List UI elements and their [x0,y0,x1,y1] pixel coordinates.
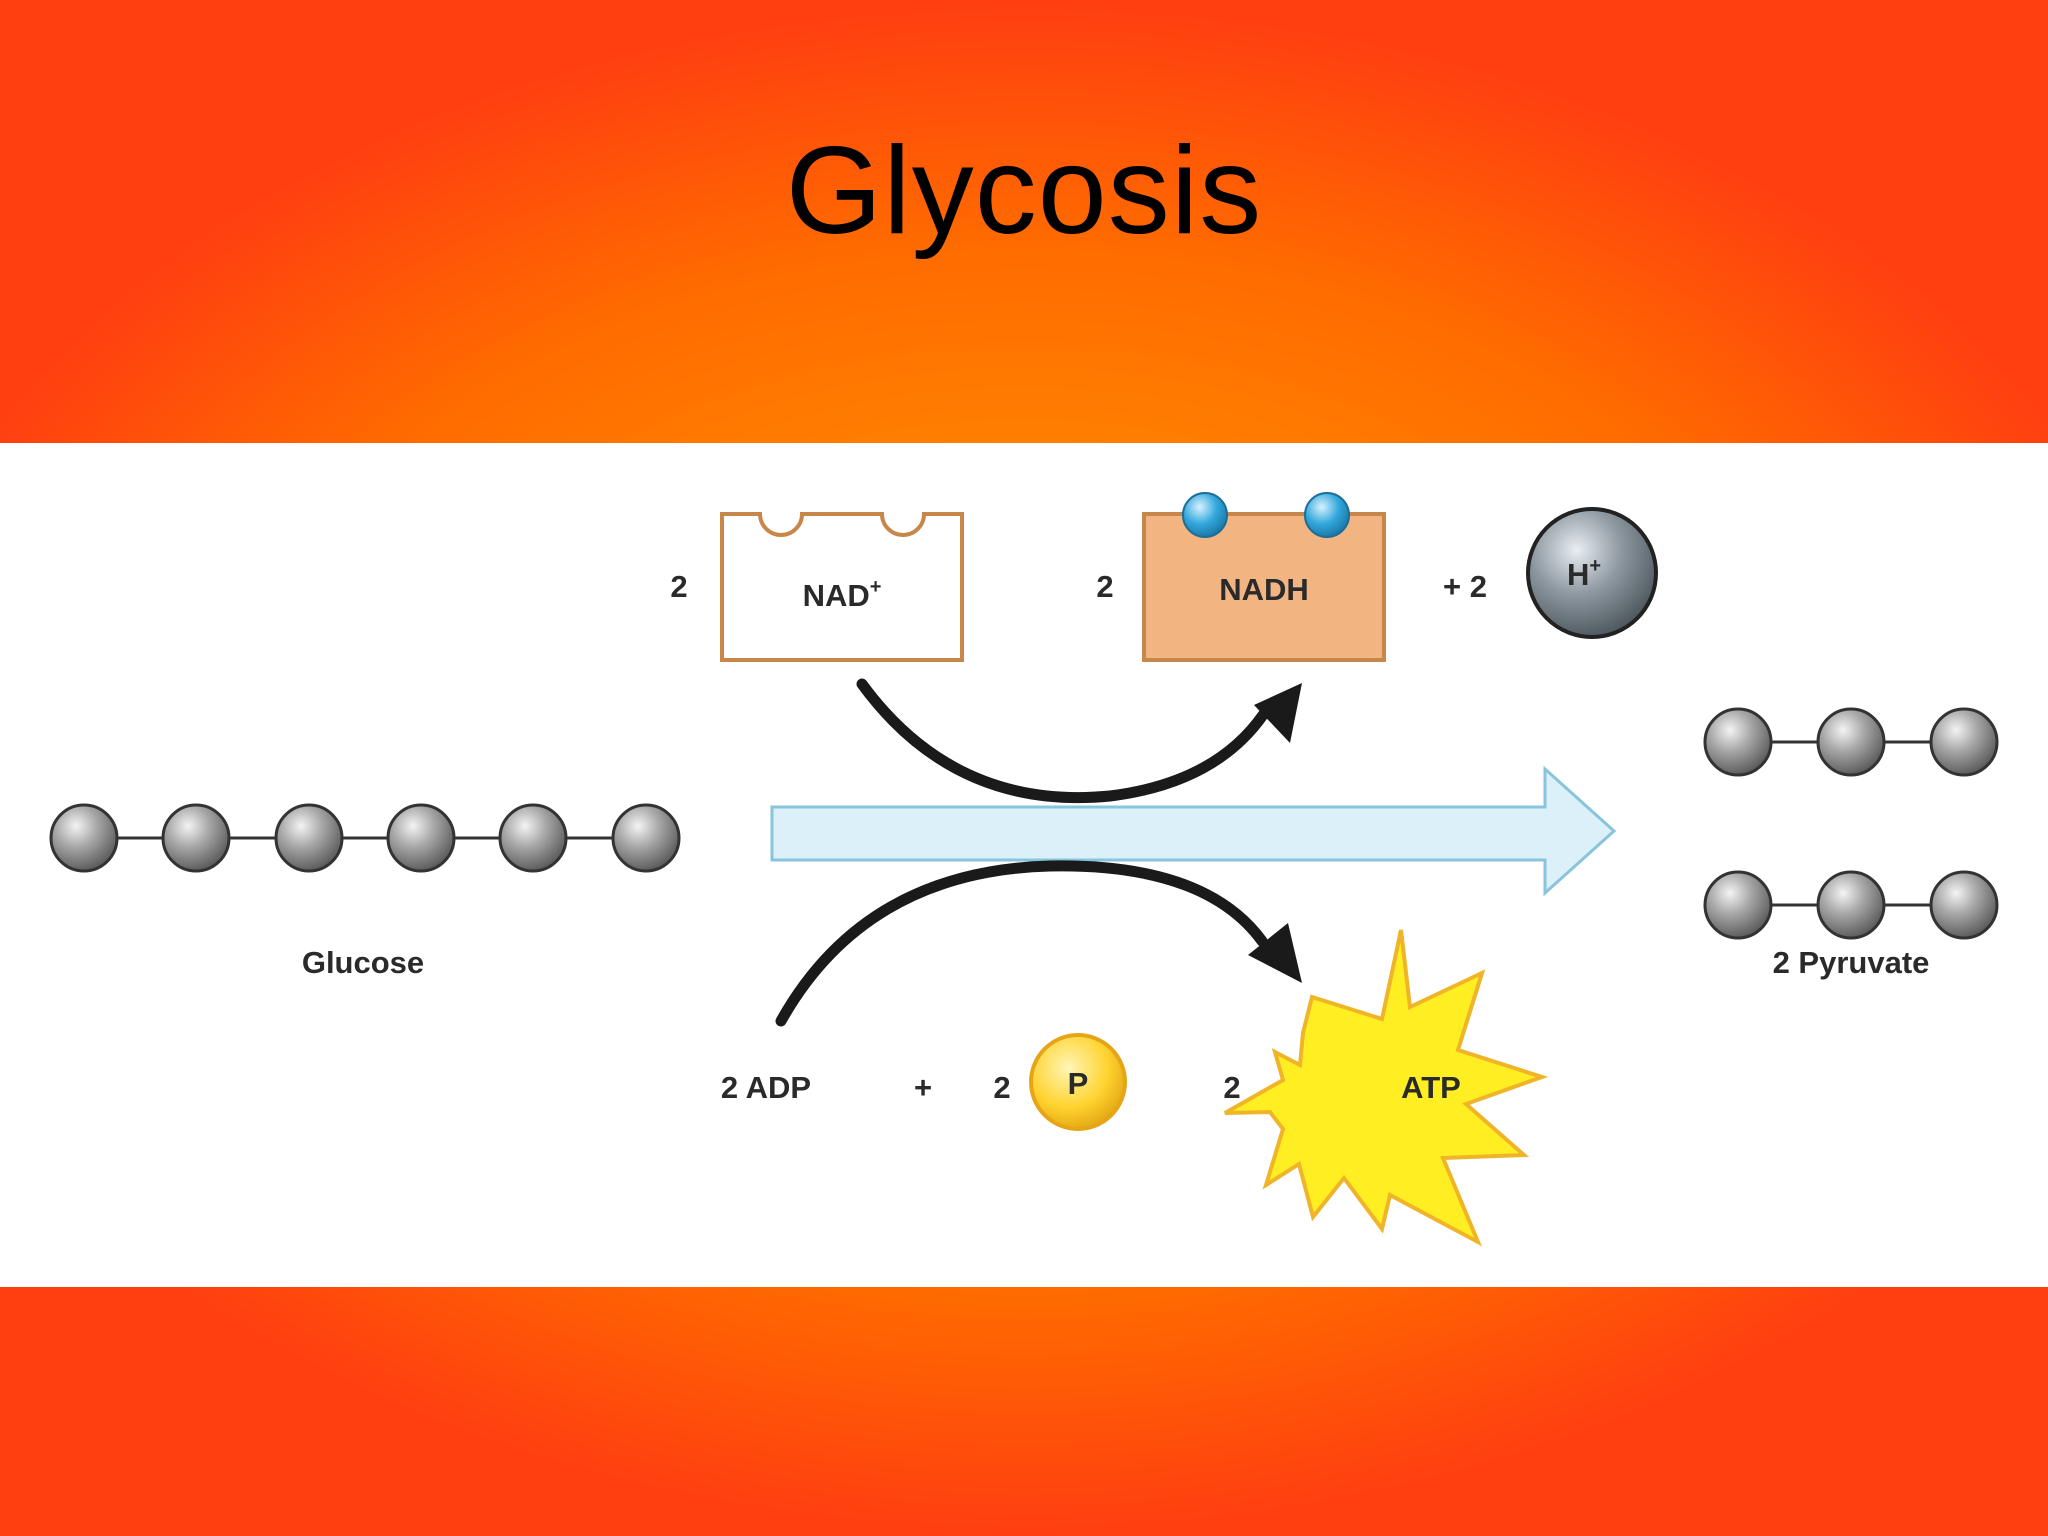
nad-label: NAD+ [803,576,882,613]
adp-to-atp-arrowhead [1248,923,1302,983]
electron-right [1304,492,1350,538]
plus-sign: + [914,1070,932,1105]
h-label: H+ [1567,555,1601,592]
pyruvate-label: 2 Pyruvate [1773,945,1930,980]
nadh-box [1142,512,1386,662]
diagram-canvas: Glucose 2 Pyruvate 2 NAD+ 2 NADH + 2 H+ [49,492,1999,1247]
hydrogen-ion [1526,507,1658,639]
nad-to-nadh-arrow [856,678,1269,804]
phosphate-coefficient: 2 [993,1070,1010,1105]
adp-to-atp-arrow [775,860,1268,1027]
main-pathway-arrow [770,765,1617,897]
slide-title: Glycosis [785,122,1263,260]
nad-coefficient: 2 [670,569,687,604]
phosphate [1029,1033,1127,1131]
adp-label: 2 ADP [721,1070,811,1105]
glucose-molecule [49,803,681,873]
nad-box [720,512,964,662]
nadh-coefficient: 2 [1096,569,1113,604]
pyruvate-molecule-top [1703,707,1999,777]
atp-coefficient: 2 [1223,1070,1240,1105]
electron-left [1182,492,1228,538]
phosphate-label: P [1068,1066,1089,1101]
atp-label: ATP [1401,1070,1461,1105]
pyruvate-molecule-bottom [1703,870,1999,940]
nadh-label: NADH [1219,572,1309,607]
atp-burst [1224,929,1549,1247]
glycolysis-diagram: Glucose 2 Pyruvate 2 NAD+ 2 NADH + 2 H+ [0,443,2048,1287]
h-coefficient: + 2 [1443,569,1487,604]
glucose-label: Glucose [302,945,424,980]
nad-to-nadh-arrowhead [1254,683,1302,743]
